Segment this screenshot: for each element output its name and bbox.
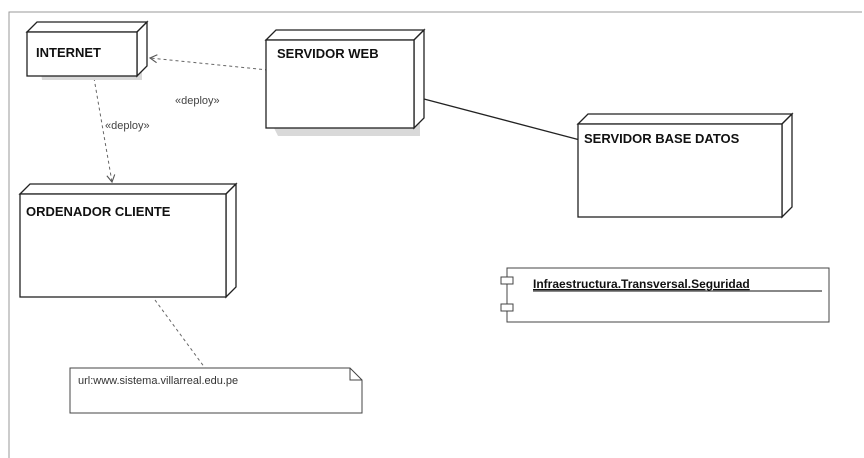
component-port-top-icon xyxy=(500,276,514,285)
node-top-face xyxy=(264,29,426,41)
node-top-face xyxy=(18,183,238,195)
node-front-face xyxy=(19,193,227,298)
node-side-face xyxy=(781,112,793,219)
node-servidor-web-label: SERVIDOR WEB xyxy=(277,46,379,61)
node-top-face xyxy=(25,21,149,33)
node-side-face xyxy=(225,182,237,299)
note-folded-corner xyxy=(349,368,362,381)
note-url[interactable]: url:www.sistema.villarreal.edu.pe xyxy=(69,367,363,414)
diagram-frame xyxy=(8,11,862,458)
node-side-face xyxy=(413,28,425,130)
node-front-face xyxy=(26,31,138,77)
node-servidor-web[interactable]: SERVIDOR WEB xyxy=(264,28,426,136)
note-url-text: url:www.sistema.villarreal.edu.pe xyxy=(78,375,238,387)
node-servidor-base-datos-label: SERVIDOR BASE DATOS xyxy=(584,131,740,146)
dependency-web-to-internet[interactable] xyxy=(148,54,269,71)
stereotype-deploy-web-internet: «deploy» xyxy=(175,95,220,107)
component-port-bottom-icon xyxy=(500,303,514,312)
note-anchor-line[interactable] xyxy=(154,299,206,369)
node-servidor-base-datos[interactable]: SERVIDOR BASE DATOS xyxy=(576,112,794,219)
component-body xyxy=(506,267,830,323)
stereotype-deploy-internet-cliente: «deploy» xyxy=(105,120,150,132)
node-internet[interactable]: INTERNET xyxy=(25,20,149,80)
node-side-face xyxy=(136,20,148,78)
association-web-basedatos[interactable] xyxy=(423,98,581,141)
component-seguridad-label: Infraestructura.Transversal.Seguridad xyxy=(533,277,750,291)
node-ordenador-cliente-label: ORDENADOR CLIENTE xyxy=(26,204,171,219)
node-front-face xyxy=(577,123,783,218)
node-ordenador-cliente[interactable]: ORDENADOR CLIENTE xyxy=(18,182,238,299)
node-front-face xyxy=(265,39,415,129)
note-body xyxy=(69,367,363,414)
component-seguridad[interactable]: Infraestructura.Transversal.Seguridad xyxy=(500,267,830,323)
node-top-face xyxy=(576,113,794,125)
node-internet-label: INTERNET xyxy=(36,45,101,60)
